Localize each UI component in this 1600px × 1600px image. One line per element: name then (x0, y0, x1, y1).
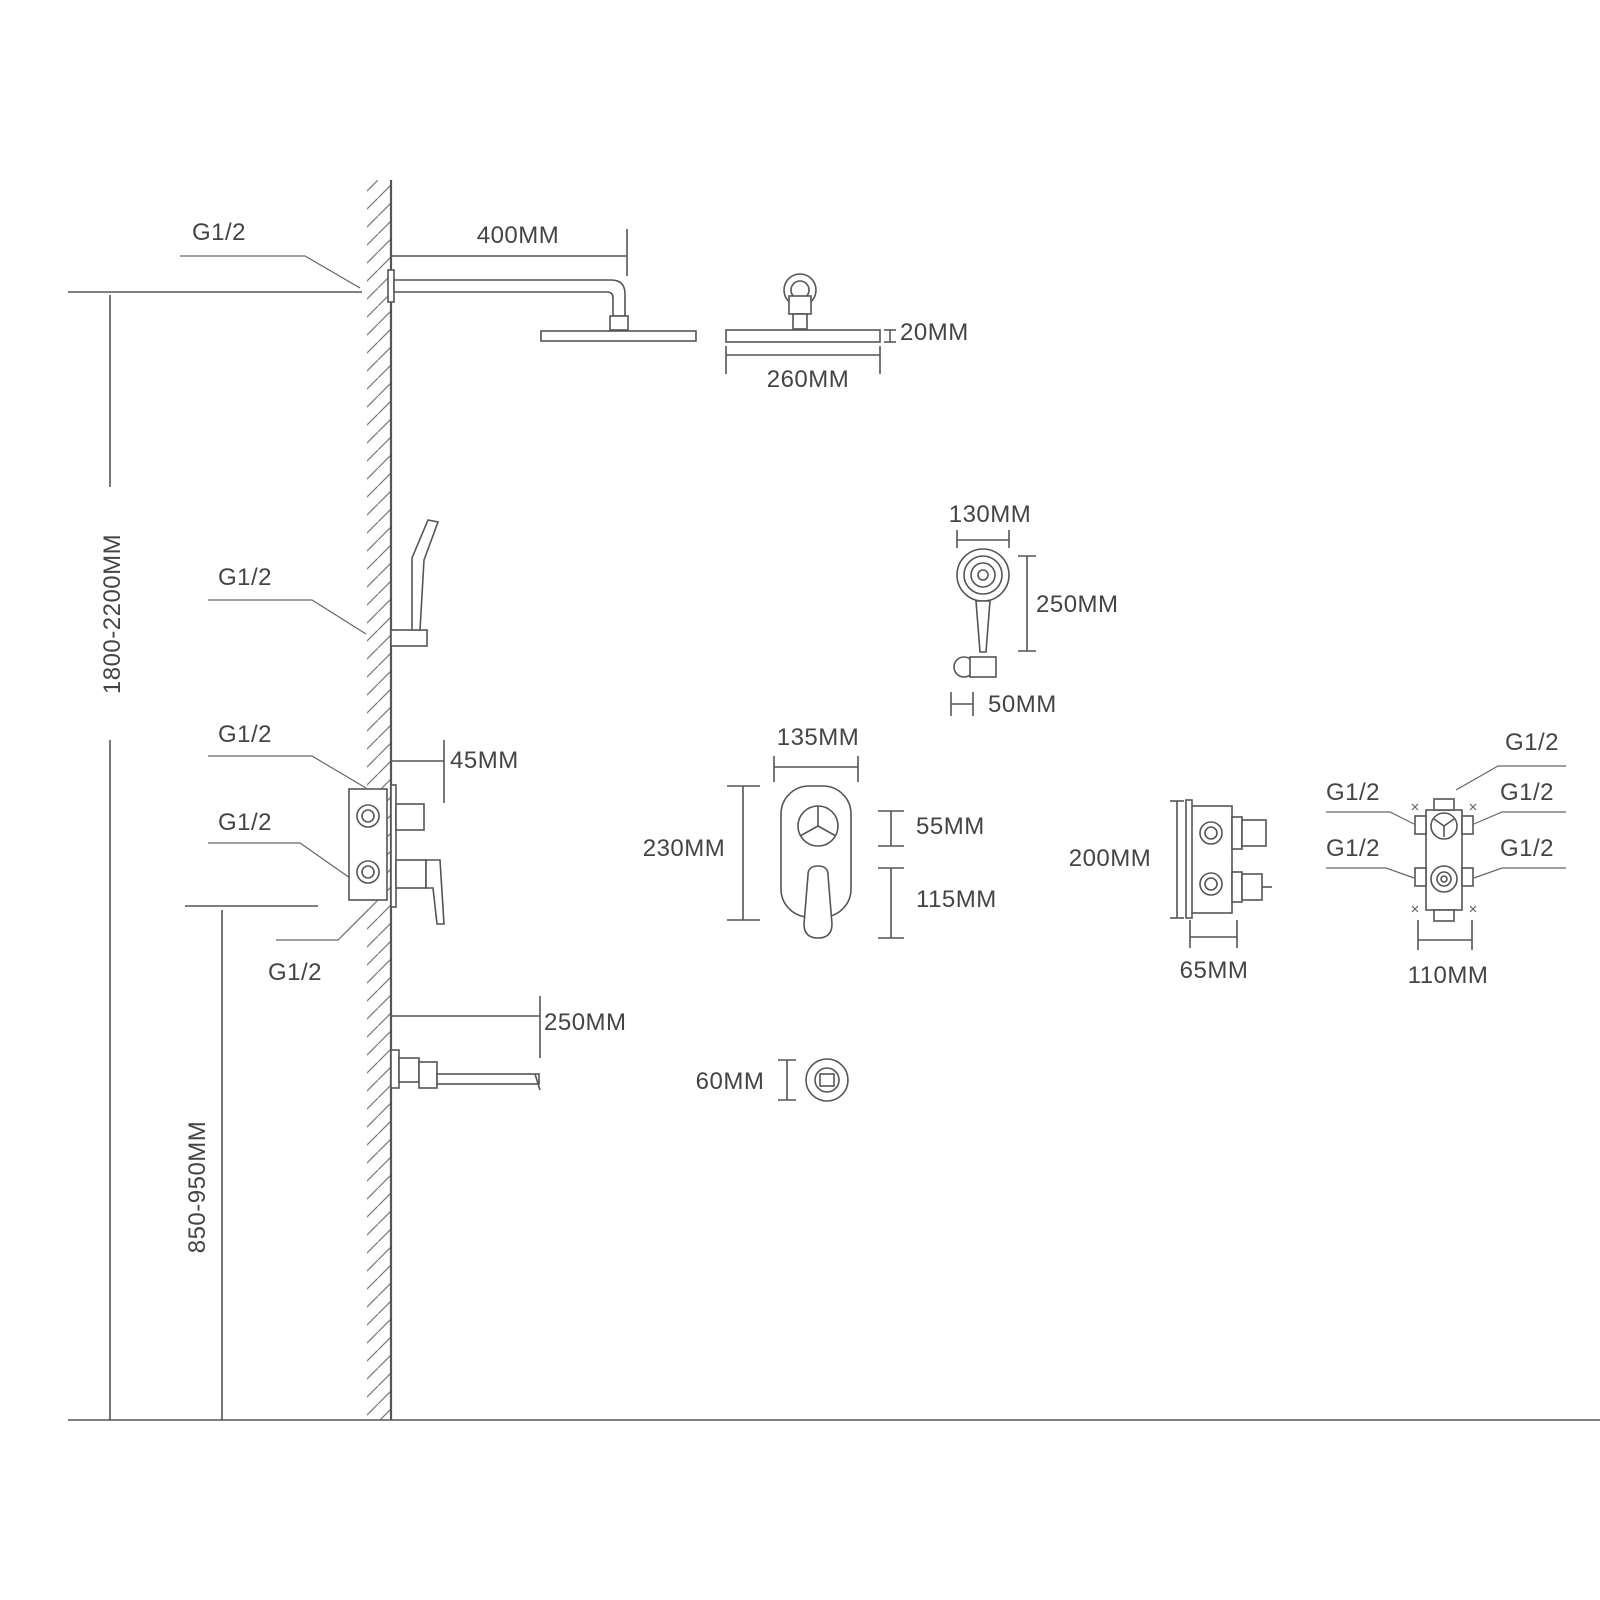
shower-arm-side (387, 269, 697, 342)
tub-spout-side (390, 1049, 541, 1091)
valve-depth-dimension: 45MM (392, 740, 519, 803)
g-valve-bottom-label: G1/2 (218, 809, 272, 836)
plate-height-label: 230MM (643, 835, 726, 862)
body-depth-dimension: 65MM (1180, 920, 1249, 984)
mixer-valve-side (348, 784, 445, 925)
g-hand-holder-label: G1/2 (218, 564, 272, 591)
tub-spout-front (805, 1058, 849, 1102)
connection-labels: G1/2 G1/2 G1/2 G1/2 G1/2 (180, 219, 369, 986)
shower-head-front (725, 273, 881, 343)
handshower-length-dimension: 250MM (1018, 555, 1119, 652)
head-thickness-dimension: 20MM (884, 319, 969, 346)
g-body-bottom-right-label: G1/2 (1500, 835, 1554, 862)
handshower-width-label: 130MM (949, 501, 1032, 528)
overhead-height-label: 1800-2200MM (99, 534, 126, 694)
handshower-length-label: 250MM (1036, 591, 1119, 618)
body-height-dimension: 200MM (1069, 800, 1184, 919)
diverter-knob-label: 55MM (916, 813, 985, 840)
holder-width-label: 50MM (988, 691, 1057, 718)
plate-width-dimension: 135MM (773, 724, 860, 782)
plate-height-dimension: 230MM (643, 785, 760, 921)
handshower-side (390, 519, 440, 647)
lever-height-label: 115MM (916, 886, 997, 913)
head-thickness-label: 20MM (900, 319, 969, 346)
lever-height-dimension: 115MM (878, 867, 997, 939)
g-body-top-center-label: G1/2 (1505, 729, 1559, 756)
arm-length-dimension: 400MM (392, 222, 628, 276)
g-body-top-left-label: G1/2 (1326, 779, 1380, 806)
g-valve-top-label: G1/2 (218, 721, 272, 748)
arm-length-label: 400MM (477, 222, 560, 249)
spout-length-label: 250MM (544, 1009, 627, 1036)
overhead-height-dimension: 1800-2200MM (68, 291, 362, 1420)
mixer-height-dimension: 850-950MM (184, 905, 318, 1420)
body-width-dimension: 110MM (1408, 920, 1489, 989)
g-valve-below-label: G1/2 (268, 959, 322, 986)
holder-width-dimension: 50MM (950, 691, 1057, 718)
spout-length-dimension: 250MM (392, 996, 627, 1058)
body-height-label: 200MM (1069, 845, 1152, 872)
valve-body-side (1185, 799, 1272, 919)
g-shower-arm-label: G1/2 (192, 219, 246, 246)
g-body-top-right-label: G1/2 (1500, 779, 1554, 806)
diverter-knob-dimension: 55MM (878, 810, 985, 847)
body-depth-label: 65MM (1180, 957, 1249, 984)
valve-depth-label: 45MM (450, 747, 519, 774)
spout-rosette-label: 60MM (696, 1068, 765, 1095)
valve-body-labels: G1/2 G1/2 G1/2 G1/2 G1/2 (1326, 729, 1566, 879)
head-diameter-label: 260MM (767, 366, 850, 393)
head-diameter-dimension: 260MM (725, 346, 881, 393)
valve-body-front (1411, 798, 1477, 922)
plate-width-label: 135MM (777, 724, 860, 751)
handshower-width-dimension: 130MM (949, 501, 1032, 548)
spout-rosette-dimension: 60MM (696, 1059, 796, 1101)
mixer-height-label: 850-950MM (184, 1121, 211, 1254)
g-body-bottom-left-label: G1/2 (1326, 835, 1380, 862)
body-width-label: 110MM (1408, 962, 1489, 989)
handshower-front (953, 548, 1010, 678)
trim-plate-front (780, 785, 852, 939)
